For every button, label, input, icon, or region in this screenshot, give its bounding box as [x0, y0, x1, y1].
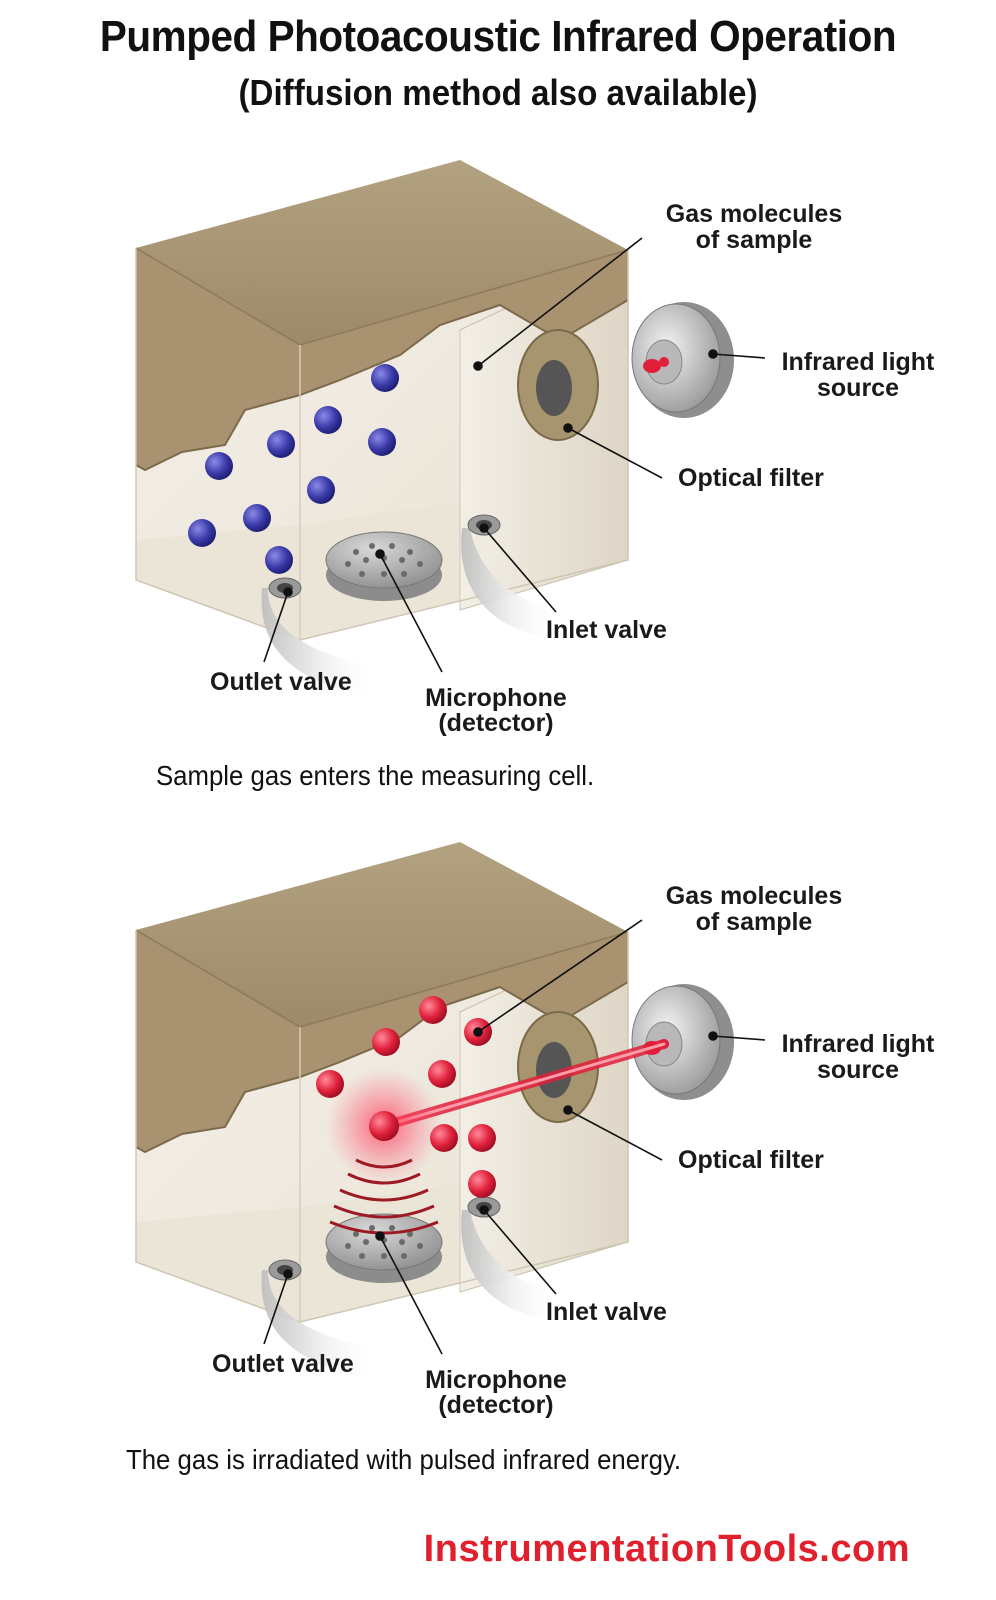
molecule [372, 1028, 400, 1056]
label-microphone-2: (detector) [438, 709, 553, 737]
molecule [371, 364, 399, 392]
label-ir-source: Infrared light [782, 1030, 935, 1058]
molecule-excited [369, 1111, 399, 1141]
label-ir-source: Infrared light [782, 348, 935, 376]
molecule [314, 406, 342, 434]
label-outlet-valve: Outlet valve [212, 1350, 354, 1378]
molecule [267, 430, 295, 458]
label-microphone: Microphone [425, 684, 567, 712]
molecule [307, 476, 335, 504]
panel-1-diagram: Gas molecules of sample Infrared light s… [135, 159, 935, 737]
gas-molecules-red [316, 996, 496, 1198]
molecule [368, 428, 396, 456]
molecule [188, 519, 216, 547]
leader-lines [263, 237, 766, 673]
label-inlet-valve: Inlet valve [546, 1298, 667, 1326]
label-ir-source-2: source [817, 374, 899, 402]
molecule [468, 1170, 496, 1198]
label-gas-molecules: Gas molecules [666, 200, 842, 228]
label-gas-molecules-2: of sample [696, 908, 813, 936]
leader-lines [263, 919, 766, 1355]
molecule [419, 996, 447, 1024]
molecule [468, 1124, 496, 1152]
page-title: Pumped Photoacoustic Infrared Operation [99, 12, 897, 61]
label-optical-filter: Optical filter [678, 1146, 824, 1174]
molecule [205, 452, 233, 480]
acoustic-waves [329, 1158, 439, 1235]
label-inlet-valve: Inlet valve [546, 616, 667, 644]
caption-panel-1: Sample gas enters the measuring cell. [156, 760, 595, 791]
brand-footer: InstrumentationTools.com [423, 1528, 910, 1570]
label-gas-molecules-2: of sample [696, 226, 813, 254]
molecule [428, 1060, 456, 1088]
molecule [316, 1070, 344, 1098]
gas-molecules-blue [188, 364, 399, 574]
label-optical-filter: Optical filter [678, 464, 824, 492]
label-gas-molecules: Gas molecules [666, 882, 842, 910]
label-microphone-2: (detector) [438, 1391, 553, 1419]
caption-panel-2: The gas is irradiated with pulsed infrar… [126, 1444, 682, 1475]
label-microphone: Microphone [425, 1366, 567, 1394]
page-subtitle: (Diffusion method also available) [238, 72, 758, 113]
molecule [430, 1124, 458, 1152]
molecule [265, 546, 293, 574]
molecule [243, 504, 271, 532]
panel-2-diagram: Gas molecules of sample Infrared light s… [135, 841, 935, 1419]
label-ir-source-2: source [817, 1056, 899, 1084]
label-outlet-valve: Outlet valve [210, 668, 352, 696]
